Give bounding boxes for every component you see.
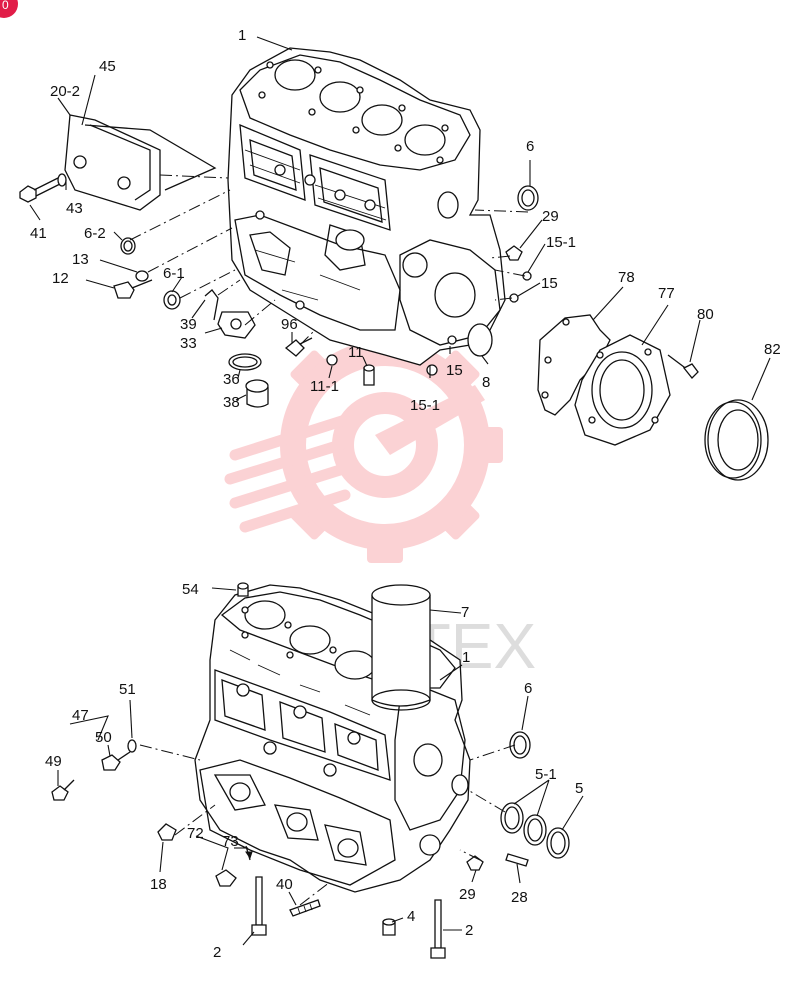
- callout-49: 49: [45, 753, 62, 770]
- callout-28: 28: [511, 889, 528, 906]
- plug-29-top: [505, 245, 523, 261]
- plug-15-1-lower: [426, 364, 438, 376]
- callout-43: 43: [66, 200, 83, 217]
- callout-20-2: 20-2: [50, 83, 80, 100]
- cover-gasket: [84, 124, 217, 191]
- callout-1-bottom: 1: [462, 649, 470, 666]
- callout-7: 7: [461, 604, 469, 621]
- bolt-41: [19, 173, 67, 203]
- callout-45: 45: [99, 58, 116, 75]
- plug-29-bottom: [466, 855, 484, 871]
- callout-2-right: 2: [465, 922, 473, 939]
- callout-73: 73: [222, 833, 239, 850]
- callout-11-1: 11-1: [310, 378, 339, 395]
- top-engine-block: [227, 47, 506, 366]
- callout-6-1: 6-1: [163, 265, 185, 282]
- callout-29-bottom: 29: [459, 886, 476, 903]
- callout-82: 82: [764, 341, 781, 358]
- bolt-49: [51, 779, 75, 801]
- callout-15-1-upper: 15-1: [546, 234, 576, 251]
- callout-39: 39: [180, 316, 197, 333]
- dowel-54: [237, 582, 249, 597]
- oring-36: [228, 353, 262, 371]
- head-bolt-2-left: [251, 876, 267, 936]
- callout-15-1-lower: 15-1: [410, 397, 440, 414]
- plug-6-2: [120, 237, 136, 255]
- pin-28: [505, 853, 529, 867]
- callout-15-lower: 15: [446, 362, 463, 379]
- callout-40: 40: [276, 876, 293, 893]
- callout-15-upper: 15: [541, 275, 558, 292]
- callout-47: 47: [72, 707, 89, 724]
- plug-4: [382, 918, 396, 936]
- cap-8: [467, 323, 493, 357]
- callout-6-top: 6: [526, 138, 534, 155]
- callout-12: 12: [52, 270, 69, 287]
- cylinder-liner-7: [371, 584, 431, 711]
- bushing-5-1: [500, 802, 547, 846]
- side-cover-plate: [64, 114, 161, 211]
- corner-badge-text: 0: [2, 0, 9, 12]
- callout-11: 11: [348, 344, 364, 361]
- oil-seal-82: [704, 399, 769, 481]
- bushing-5: [546, 827, 570, 859]
- callout-36: 36: [223, 371, 240, 388]
- plug-38: [245, 379, 269, 408]
- callout-29-top: 29: [542, 208, 559, 225]
- bolt-12: [113, 279, 153, 299]
- callout-8: 8: [482, 374, 490, 391]
- washer-13: [135, 270, 149, 282]
- washer-51: [127, 739, 137, 753]
- bolt-50: [101, 751, 131, 771]
- plug-11: [363, 364, 375, 386]
- callout-18: 18: [150, 876, 167, 893]
- callout-labels-top: 1 45 20-2 43 41 6-2 13 12 6-1 39 33 96 3…: [30, 27, 781, 414]
- rear-plate-gasket-78: [537, 314, 611, 416]
- callout-77: 77: [658, 285, 675, 302]
- plug-15-lower: [447, 335, 457, 345]
- callout-13: 13: [72, 251, 89, 268]
- bolt-72: [215, 869, 237, 887]
- callout-50: 50: [95, 729, 112, 746]
- plug-6-top: [517, 185, 539, 211]
- callout-80: 80: [697, 306, 714, 323]
- seal-housing-77: [574, 334, 671, 446]
- callout-1-top: 1: [238, 27, 246, 44]
- top-leader-lines: [29, 36, 771, 401]
- callout-96: 96: [281, 316, 298, 333]
- corner-badge: 0: [0, 0, 18, 18]
- head-bolt-2-right: [430, 899, 446, 959]
- callout-labels-bottom: 54 7 1 51 47 50 49 6 5-1 5 18 72 73 40 2…: [45, 581, 583, 961]
- callout-4: 4: [407, 908, 415, 925]
- callout-6-2: 6-2: [84, 225, 106, 242]
- callout-51: 51: [119, 681, 136, 698]
- switch-96: [284, 337, 313, 357]
- callout-78: 78: [618, 269, 635, 286]
- bottom-leader-lines: [57, 587, 584, 946]
- callout-54: 54: [182, 581, 199, 598]
- callout-5-1: 5-1: [535, 766, 557, 783]
- plug-11-1: [326, 354, 338, 366]
- callout-72: 72: [187, 825, 204, 842]
- callout-41: 41: [30, 225, 47, 242]
- watermark-logo: [224, 327, 503, 563]
- callout-38: 38: [223, 394, 240, 411]
- bolt-80: [667, 354, 699, 379]
- sensor-18: [157, 823, 177, 841]
- plug-6-bottom: [509, 731, 531, 759]
- callout-6-bottom: 6: [524, 680, 532, 697]
- flange-33: [217, 311, 256, 339]
- plug-6-1: [163, 290, 181, 310]
- callout-5: 5: [575, 780, 583, 797]
- callout-2-left: 2: [213, 944, 221, 961]
- pipe-39: [204, 289, 219, 321]
- stud-40: [289, 899, 321, 917]
- callout-33: 33: [180, 335, 197, 352]
